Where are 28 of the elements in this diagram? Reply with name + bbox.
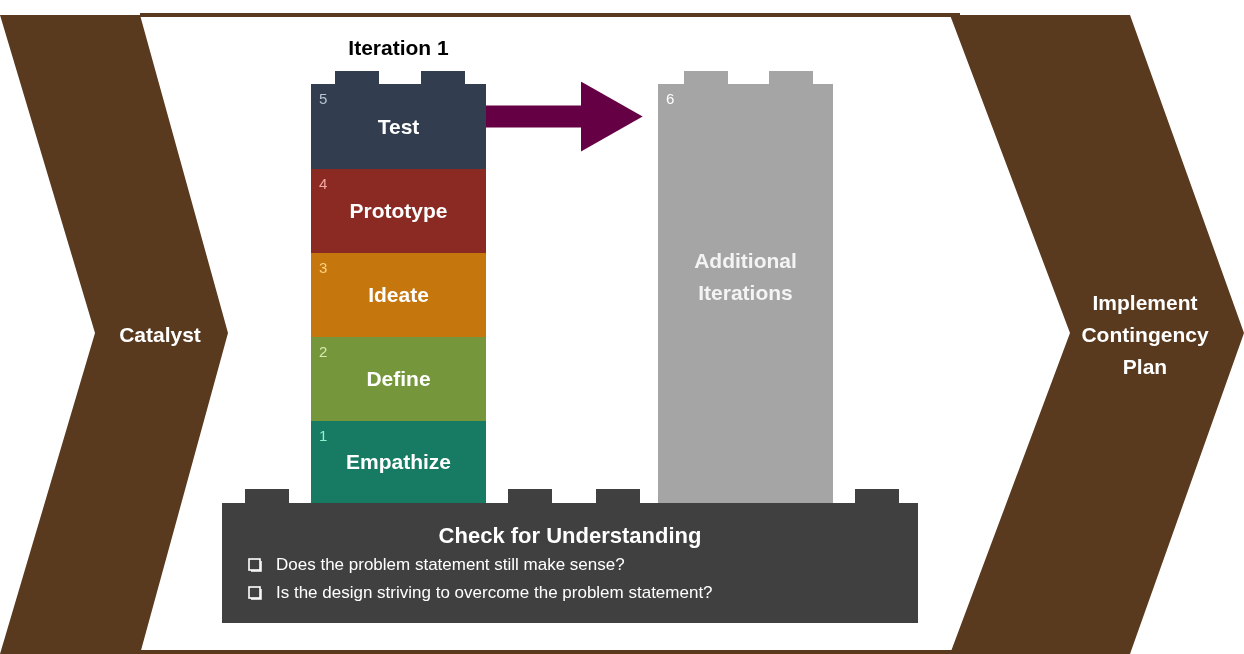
- step-number: 1: [319, 427, 328, 444]
- step-block: [311, 253, 486, 337]
- checklist-item: Is the design striving to overcome the problem statement?: [276, 583, 713, 603]
- step-block: [311, 84, 486, 169]
- step-label: Prototype: [348, 198, 449, 224]
- step-label: Test: [376, 113, 421, 140]
- step-number: 4: [319, 175, 328, 192]
- arrow: [486, 81, 643, 152]
- step-block: [311, 169, 486, 253]
- chevron-shape: [0, 15, 228, 654]
- step-number: 5: [319, 90, 328, 107]
- step-label: Empathize: [345, 449, 452, 475]
- chevron-shape: [950, 15, 1244, 654]
- step-number: 2: [319, 343, 328, 360]
- panel-heading: Check for Understanding: [437, 523, 703, 549]
- step-label: Additional Iterations: [693, 247, 798, 306]
- step-number: 3: [319, 259, 328, 276]
- stage-label: Implement Contingency Plan: [1080, 289, 1210, 380]
- checklist-item: Does the problem statement still make sense?: [276, 555, 625, 575]
- iteration-column: [658, 84, 833, 503]
- step-block: [311, 337, 486, 421]
- step-label: Define: [365, 366, 432, 392]
- stage-label: Catalyst: [118, 321, 202, 348]
- step-label: Ideate: [367, 282, 430, 308]
- column-heading: Iteration 1: [347, 36, 450, 60]
- step-number: 6: [666, 90, 675, 107]
- step-block: [311, 421, 486, 503]
- base-panel: [222, 503, 918, 623]
